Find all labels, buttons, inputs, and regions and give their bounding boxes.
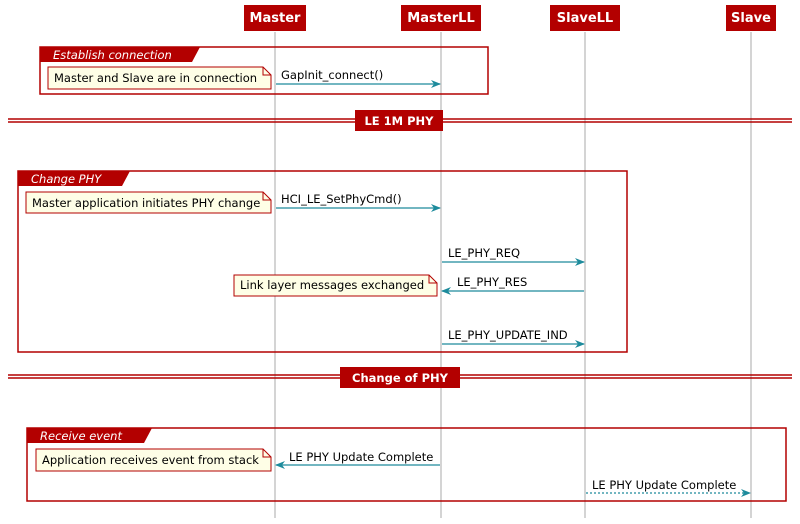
message-label: GapInit_connect()	[281, 68, 383, 82]
group-establish-connection: Establish connection	[39, 46, 489, 95]
message-le-phy-update-complete-slave: LE PHY Update Complete	[586, 478, 751, 497]
message-label: LE_PHY_UPDATE_IND	[448, 328, 568, 342]
participant-masterll: MasterLL	[401, 5, 481, 31]
message-label: LE_PHY_RES	[457, 275, 527, 289]
note-application-receives-event: Application receives event from stack	[35, 448, 272, 472]
divider-le-1m-phy: LE 1M PHY	[8, 110, 792, 131]
note-text: Master and Slave are in connection	[54, 71, 257, 85]
note-text: Link layer messages exchanged	[240, 278, 424, 292]
note-master-slave-connection: Master and Slave are in connection	[47, 66, 272, 90]
divider-change-of-phy: Change of PHY	[8, 367, 792, 388]
group-receive-event: Receive event	[26, 427, 787, 502]
participant-slavell: SlaveLL	[550, 5, 620, 31]
message-label: LE PHY Update Complete	[592, 478, 736, 492]
divider-label: LE 1M PHY	[364, 114, 434, 128]
message-label: LE PHY Update Complete	[289, 450, 433, 464]
message-le-phy-update-ind: LE_PHY_UPDATE_IND	[442, 328, 585, 348]
group-label: Change PHY	[31, 172, 102, 186]
message-le-phy-update-complete-master: LE PHY Update Complete	[275, 450, 440, 469]
message-hci-le-setphycmd: HCI_LE_SetPhyCmd()	[276, 192, 441, 212]
note-link-layer-messages: Link layer messages exchanged	[233, 274, 438, 297]
note-master-initiates-phy-change: Master application initiates PHY change	[25, 191, 272, 214]
message-label: HCI_LE_SetPhyCmd()	[281, 192, 402, 206]
participant-label-masterll: MasterLL	[407, 11, 474, 26]
participant-label-slavell: SlaveLL	[557, 11, 613, 26]
message-le-phy-req: LE_PHY_REQ	[442, 246, 585, 266]
message-le-phy-res: LE_PHY_RES	[441, 275, 584, 295]
note-text: Master application initiates PHY change	[32, 196, 260, 210]
message-label: LE_PHY_REQ	[448, 246, 520, 260]
participant-master: Master	[244, 5, 306, 31]
message-gapinit-connect: GapInit_connect()	[276, 68, 441, 88]
group-label: Receive event	[40, 429, 122, 443]
group-label: Establish connection	[53, 48, 172, 62]
divider-label: Change of PHY	[352, 371, 449, 385]
note-text: Application receives event from stack	[42, 453, 259, 467]
participant-slave: Slave	[726, 5, 776, 31]
participant-label-slave: Slave	[731, 11, 771, 26]
participant-label-master: Master	[250, 11, 301, 26]
group-change-phy: Change PHY	[17, 170, 628, 353]
